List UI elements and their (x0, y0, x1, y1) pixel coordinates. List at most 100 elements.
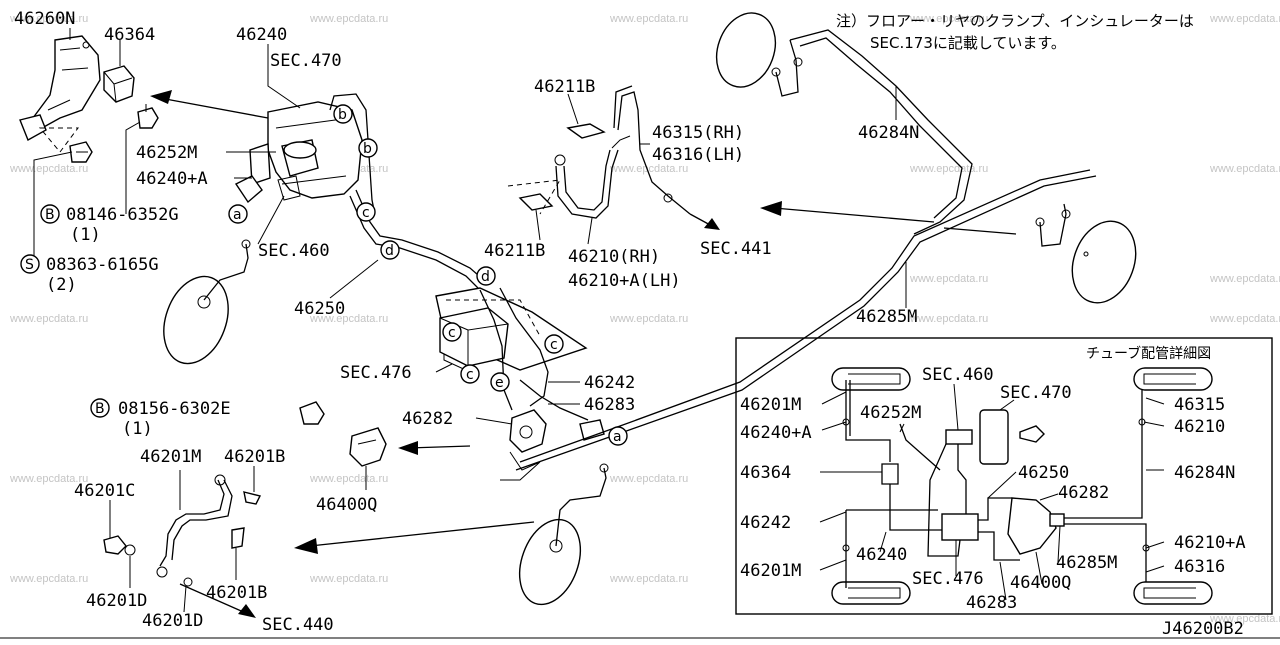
watermark: www.epcdata.ru (1209, 13, 1280, 25)
label-sec441: SEC.441 (700, 239, 772, 259)
marker-c (544, 334, 564, 354)
marker-d (380, 240, 400, 260)
label-08363-qty: (2) (46, 275, 77, 295)
label-46201D-a: 46201D (86, 591, 147, 611)
front-right-disc (518, 463, 609, 606)
svg-text:d: d (481, 269, 490, 285)
watermark: www.epcdata.ru (909, 13, 988, 25)
svg-text:c: c (466, 367, 474, 383)
watermark: www.epcdata.ru (9, 313, 88, 325)
arrow-to-bracket (159, 97, 269, 119)
rear-left-disc (715, 12, 803, 97)
tube-46250 (349, 189, 487, 291)
label-08146-qty: (1) (70, 225, 101, 245)
clip-46211B-mid (507, 179, 561, 215)
detail-label-46210: 46210 (1174, 417, 1225, 437)
detail-label-46210A: 46210+A (1174, 533, 1246, 553)
detail-label-46400Q: 46400Q (1010, 573, 1071, 593)
arrow-head (150, 90, 172, 104)
label-46400Q: 46400Q (316, 495, 377, 515)
label-46283: 46283 (584, 395, 635, 415)
svg-text:S: S (25, 257, 34, 273)
watermark: www.epcdata.ru (609, 13, 688, 25)
detail-label-46240A: 46240+A (740, 423, 812, 443)
valve-46400Q (349, 427, 387, 467)
label-08363: 08363-6165G (46, 255, 159, 275)
label-46211B-top: 46211B (534, 77, 595, 97)
front-left-disc (163, 239, 251, 365)
marker-c (460, 364, 480, 384)
detail-label-sec470: SEC.470 (1000, 383, 1072, 403)
label-46210A: 46210+A(LH) (568, 271, 681, 291)
label-46260N: 46260N (14, 9, 75, 29)
svg-text:c: c (362, 205, 370, 221)
watermark: www.epcdata.ru (909, 273, 988, 285)
label-46364: 46364 (104, 25, 155, 45)
arrow-to-sec440 (179, 583, 249, 615)
hose-46210 (554, 135, 631, 219)
marker-a (228, 204, 248, 224)
detail-label-46240: 46240 (856, 545, 907, 565)
watermark: www.epcdata.ru (1209, 613, 1280, 625)
detail-label-46284N: 46284N (1174, 463, 1235, 483)
label-46250: 46250 (294, 299, 345, 319)
watermark: www.epcdata.ru (909, 313, 988, 325)
screw-prefix-circle (20, 254, 40, 274)
label-sec470: SEC.470 (270, 51, 342, 71)
screw-08363 (69, 141, 93, 163)
label-46201C: 46201C (74, 481, 135, 501)
svg-text:a: a (233, 207, 242, 223)
detail-title: チューブ配管詳細図 (1086, 345, 1211, 362)
note-line-1: 注）フロアー・リヤのクランプ、インシュレーターは (836, 12, 1194, 30)
svg-text:e: e (495, 375, 504, 391)
arrow-to-front-right (309, 521, 535, 547)
detail-label-46201M-bot: 46201M (740, 561, 801, 581)
watermark: www.epcdata.ru (909, 163, 988, 175)
leader-lines (33, 28, 907, 613)
tube-46242-46283 (479, 287, 589, 421)
note: 注）フロアー・リヤのクランプ、インシュレーターは SEC.173に記載しています… (836, 12, 1194, 52)
label-46201D-b: 46201D (142, 611, 203, 631)
watermark: www.epcdata.ru (609, 313, 688, 325)
svg-text:a: a (613, 429, 622, 445)
bolt-08146 (137, 104, 159, 129)
label-46282: 46282 (402, 409, 453, 429)
detail-label-46282: 46282 (1058, 483, 1109, 503)
label-46316: 46316(LH) (652, 145, 744, 165)
detail-label-46252M: 46252M (860, 403, 921, 423)
clip-46211B-top (566, 123, 606, 139)
detail-label-sec460: SEC.460 (922, 365, 994, 385)
watermark: www.epcdata.ru (309, 473, 388, 485)
label-46201B-b: 46201B (206, 583, 267, 603)
bolt-46364 (103, 65, 135, 103)
arrow-head (398, 441, 418, 455)
tube-46284N (789, 29, 973, 235)
svg-text:d: d (385, 243, 394, 259)
bolt2-prefix-circle (90, 398, 110, 418)
bracket-46260N (19, 35, 101, 153)
watermark: www.epcdata.ru (9, 473, 88, 485)
svg-text:c: c (550, 337, 558, 353)
detail-label-sec476: SEC.476 (912, 569, 984, 589)
watermark-layer: www.epcdata.ru www.epcdata.ru www.epcdat… (9, 13, 1280, 625)
watermark: www.epcdata.ru (609, 163, 688, 175)
label-46201M: 46201M (140, 447, 201, 467)
watermark: www.epcdata.ru (9, 573, 88, 585)
diagram-code: J46200B2 (1162, 619, 1244, 639)
arrow-to-rear-right (943, 227, 1017, 235)
note-line-2: SEC.173に記載しています。 (870, 34, 1066, 52)
bolt-08156 (299, 401, 325, 425)
detail-label-46364: 46364 (740, 463, 791, 483)
label-46315: 46315(RH) (652, 123, 744, 143)
detail-label-46250: 46250 (1018, 463, 1069, 483)
label-sec440: SEC.440 (262, 615, 334, 635)
label-08146: 08146-6352G (66, 205, 179, 225)
watermark: www.epcdata.ru (9, 13, 88, 25)
marker-d (476, 266, 496, 286)
watermark: www.epcdata.ru (9, 163, 88, 175)
tube-46285M (515, 169, 1097, 471)
watermark: www.epcdata.ru (309, 313, 388, 325)
arrow-to-valve (407, 445, 471, 449)
detail-label-46201M-top: 46201M (740, 395, 801, 415)
